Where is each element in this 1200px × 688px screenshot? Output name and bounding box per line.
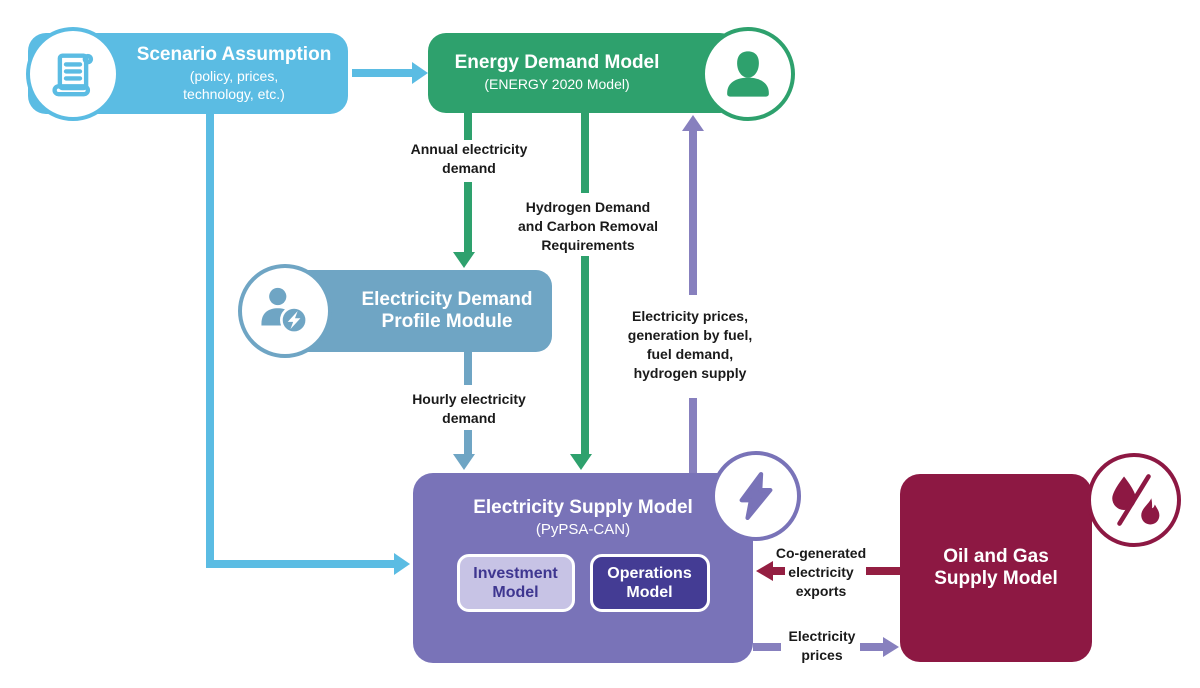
demand-profile-title: Electricity Demand Profile Module — [361, 288, 533, 332]
arrow-scenario-to-energy-head — [412, 62, 428, 84]
electricity-supply-icon-circle — [711, 451, 801, 541]
person-bolt-icon — [261, 287, 309, 335]
arrow-elec-prices-seg1 — [753, 643, 781, 651]
arrow-annual-demand-seg1 — [464, 113, 472, 140]
arrow-prices-generation-head — [682, 115, 704, 131]
label-annual-electricity-demand: Annual electricity demand — [410, 141, 528, 176]
label-electricity-prices: Electricity prices — [788, 628, 856, 663]
label-hydrogen-carbon-removal: Hydrogen Demand and Carbon Removal Requi… — [517, 199, 659, 253]
demand-profile-icon-circle — [238, 264, 332, 358]
operations-model-box: Operations Model — [589, 553, 710, 612]
energy-demand-model-box: Energy Demand Model (ENERGY 2020 Model) — [428, 33, 738, 113]
supply-title: Electricity Supply Model — [473, 497, 693, 518]
scenario-icon-circle — [26, 27, 120, 121]
arrow-hydrogen-seg1 — [581, 113, 589, 193]
oil-gas-supply-model-box: Oil and Gas Supply Model — [900, 474, 1092, 662]
arrow-cogen-seg2 — [866, 567, 900, 575]
energy-demand-subtitle: (ENERGY 2020 Model) — [484, 76, 630, 93]
arrow-scenario-to-supply-horizontal — [206, 560, 394, 568]
arrow-hourly-demand-seg2 — [464, 430, 472, 454]
arrow-scenario-to-supply-head — [394, 553, 410, 575]
label-electricity-prices-generation: Electricity prices, generation by fuel, … — [627, 308, 753, 381]
scroll-icon — [52, 53, 94, 97]
oil-gas-title: Oil and Gas Supply Model — [934, 545, 1058, 589]
arrow-annual-demand-seg2 — [464, 182, 472, 252]
arrow-hourly-demand-head — [453, 454, 475, 470]
arrow-hourly-demand-seg1 — [464, 352, 472, 385]
arrow-scenario-to-energy-line — [352, 69, 412, 77]
energy-demand-title: Energy Demand Model — [454, 52, 660, 74]
energy-demand-icon-circle — [701, 27, 795, 121]
arrow-cogen-seg1 — [773, 567, 785, 575]
oil-gas-icon-circle — [1087, 453, 1181, 547]
arrow-annual-demand-head — [453, 252, 475, 268]
arrow-cogen-head — [756, 561, 773, 581]
supply-subtitle: (PyPSA-CAN) — [535, 521, 631, 539]
electricity-demand-profile-box: Electricity Demand Profile Module — [290, 270, 552, 352]
arrow-hydrogen-head — [570, 454, 592, 470]
arrow-elec-prices-head — [883, 637, 899, 657]
label-hourly-electricity-demand: Hourly electricity demand — [412, 391, 526, 426]
person-icon — [727, 51, 769, 97]
arrow-prices-generation-seg1 — [689, 131, 697, 295]
droplet-flame-icon — [1112, 474, 1160, 526]
label-cogenerated-exports: Co-generated electricity exports — [775, 545, 867, 599]
arrow-prices-generation-seg2 — [689, 398, 697, 473]
investment-model-box: Investment Model — [456, 553, 575, 612]
lightning-icon — [739, 471, 773, 521]
scenario-title: Scenario Assumption — [136, 43, 332, 65]
arrow-hydrogen-seg2 — [581, 256, 589, 454]
supply-submodels: Investment Model Operations Model — [456, 553, 710, 612]
arrow-scenario-to-supply-vertical — [206, 114, 214, 568]
electricity-supply-model-box: Electricity Supply Model (PyPSA-CAN) Inv… — [413, 473, 753, 663]
scenario-subtitle: (policy, prices, technology, etc.) — [183, 68, 285, 102]
arrow-elec-prices-seg2 — [860, 643, 883, 651]
